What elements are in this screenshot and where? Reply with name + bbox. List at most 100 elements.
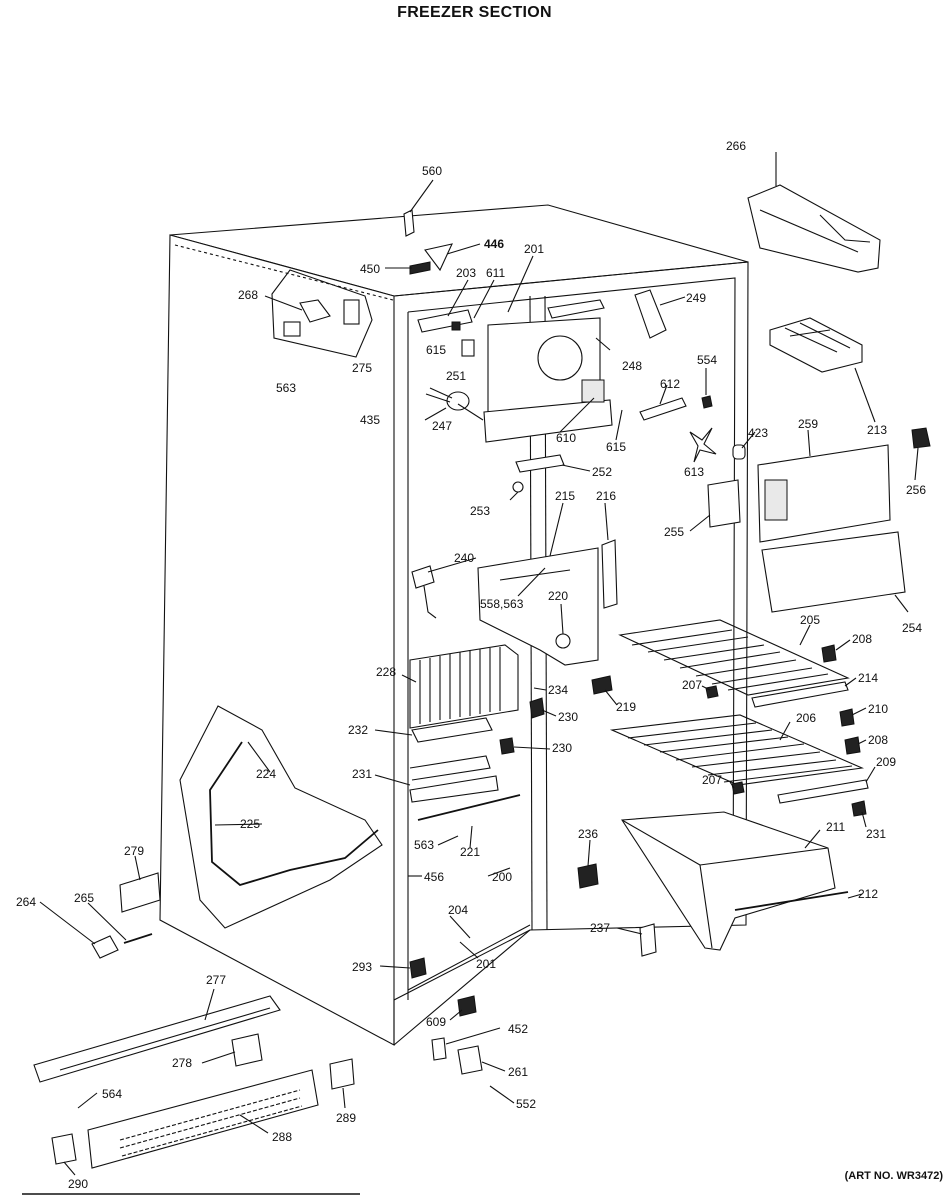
- evaporator-coil: [409, 644, 519, 729]
- label-611: 611: [486, 266, 505, 280]
- label-558-563: 558,563: [480, 597, 524, 611]
- ice-tray: [769, 317, 863, 373]
- label-211: 211: [826, 820, 845, 834]
- bracket-279: [119, 872, 161, 913]
- label-256: 256: [906, 483, 926, 497]
- toe-grille-288: [87, 1069, 319, 1169]
- plate-275: [343, 299, 360, 325]
- label-278: 278: [172, 1056, 192, 1070]
- label-204: 204: [448, 903, 468, 917]
- shelf-rail-214: [751, 681, 849, 708]
- wire-435: [425, 387, 453, 403]
- label-277: 277: [206, 973, 226, 987]
- label-207: 207: [682, 678, 702, 692]
- roller-264: [91, 935, 119, 959]
- label-201: 201: [524, 242, 544, 256]
- fan-motor-bracket: [483, 289, 667, 443]
- label-220: 220: [548, 589, 568, 603]
- door-stop-446: [424, 243, 453, 272]
- ice-bucket: [747, 184, 881, 273]
- roller-207a: [705, 685, 719, 699]
- label-231: 231: [352, 767, 372, 781]
- cover-plate: [707, 479, 741, 528]
- air-baffle: [477, 547, 599, 666]
- clip-609: [457, 995, 477, 1017]
- label-563: 563: [276, 381, 296, 395]
- part-labels: 560 446 450 201 203 611 268 275 563 615 …: [16, 139, 926, 1191]
- screw-450: [409, 261, 431, 275]
- plate-452: [431, 1037, 447, 1061]
- bracket-230b: [499, 737, 515, 755]
- label-200: 200: [492, 870, 512, 884]
- drain-fitting-219: [591, 675, 613, 695]
- label-216: 216: [596, 489, 616, 503]
- label-201: 201: [476, 957, 496, 971]
- label-232: 232: [348, 723, 368, 737]
- freezer-basket: [621, 811, 849, 951]
- hinge-237: [639, 923, 657, 957]
- side-liner-insert: [179, 705, 383, 929]
- label-221: 221: [460, 845, 480, 859]
- label-209: 209: [876, 755, 896, 769]
- grommet-253: [512, 481, 524, 493]
- label-234: 234: [548, 683, 568, 697]
- clip-290: [51, 1133, 77, 1165]
- label-563: 563: [414, 838, 434, 852]
- label-268: 268: [238, 288, 258, 302]
- label-293: 293: [352, 960, 372, 974]
- label-610: 610: [556, 431, 576, 445]
- label-609: 609: [426, 1015, 446, 1029]
- block-563: [283, 321, 301, 337]
- shelf-clip-210: [839, 708, 855, 727]
- bottom-channel-277: [33, 995, 281, 1083]
- bracket-236: [577, 863, 599, 889]
- label-207: 207: [702, 773, 722, 787]
- light-socket: [732, 444, 746, 460]
- label-254: 254: [902, 621, 922, 635]
- label-208: 208: [852, 632, 872, 646]
- thermostat-bracket-203: [417, 309, 473, 333]
- bracket-268: [299, 299, 331, 323]
- upper-wire-shelf: [618, 619, 850, 696]
- label-205: 205: [800, 613, 820, 627]
- label-215: 215: [555, 489, 575, 503]
- shelf-clip-208b: [844, 736, 861, 755]
- label-210: 210: [868, 702, 888, 716]
- label-552: 552: [516, 1097, 536, 1111]
- label-249: 249: [686, 291, 706, 305]
- capillary-240: [423, 585, 437, 619]
- label-279: 279: [124, 844, 144, 858]
- evaporator-cover: [757, 444, 906, 613]
- pin-265: [123, 933, 153, 944]
- label-228: 228: [376, 665, 396, 679]
- bracket-293: [409, 957, 427, 979]
- damper-control-278: [231, 1033, 263, 1067]
- label-266: 266: [726, 139, 746, 153]
- label-289: 289: [336, 1111, 356, 1125]
- fan-blade: [689, 427, 717, 463]
- label-231: 231: [866, 827, 886, 841]
- lower-wire-shelf: [609, 714, 865, 786]
- label-213: 213: [867, 423, 887, 437]
- leader-lines: [39, 152, 919, 1176]
- label-450: 450: [360, 262, 380, 276]
- thermostat-240: [411, 565, 435, 589]
- hinge-261: [457, 1045, 483, 1075]
- label-612: 612: [660, 377, 680, 391]
- shelf-clip-256: [911, 427, 931, 449]
- label-212: 212: [858, 887, 878, 901]
- label-240: 240: [454, 551, 474, 565]
- label-261: 261: [508, 1065, 528, 1079]
- label-564: 564: [102, 1087, 122, 1101]
- switch-289: [329, 1058, 355, 1090]
- fastener-615: [451, 321, 461, 331]
- drain-trough: [515, 454, 565, 473]
- label-452: 452: [508, 1022, 528, 1036]
- label-446: 446: [484, 237, 504, 251]
- label-615: 615: [606, 440, 626, 454]
- label-203: 203: [456, 266, 476, 280]
- label-247: 247: [432, 419, 452, 433]
- screw-554: [701, 395, 713, 409]
- label-265: 265: [74, 891, 94, 905]
